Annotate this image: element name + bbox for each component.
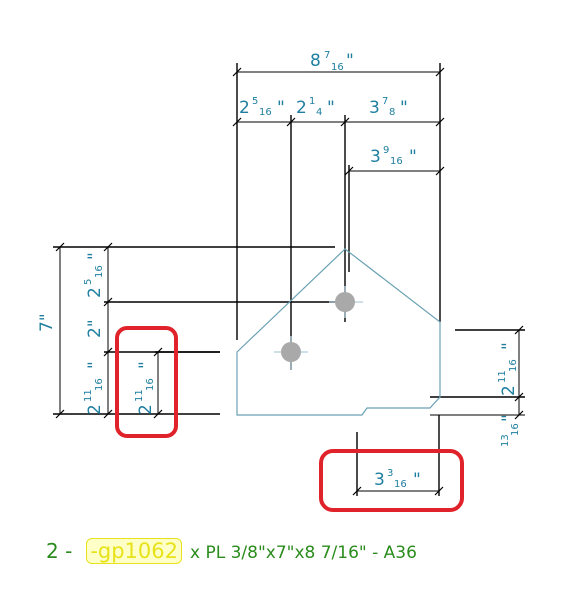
svg-text:5: 5 bbox=[83, 279, 94, 285]
svg-text:3: 3 bbox=[387, 468, 393, 479]
svg-text:16: 16 bbox=[394, 479, 407, 490]
svg-text:3: 3 bbox=[369, 98, 380, 118]
svg-text:2: 2 bbox=[296, 98, 307, 118]
svg-text:5: 5 bbox=[252, 96, 258, 107]
svg-text:8: 8 bbox=[310, 51, 321, 71]
svg-text:16: 16 bbox=[145, 378, 156, 391]
svg-text:1: 1 bbox=[309, 96, 315, 107]
part-description: x PL 3/8"x7"x8 7/16" - A36 bbox=[190, 543, 417, 563]
svg-text:16: 16 bbox=[331, 62, 344, 73]
svg-text:": " bbox=[85, 252, 105, 260]
svg-text:2: 2 bbox=[499, 385, 519, 396]
dim-overall-width: 8 7 16 " bbox=[310, 50, 354, 73]
svg-text:": " bbox=[499, 342, 519, 350]
vertical-extension-lines bbox=[236, 63, 441, 496]
svg-text:2: 2 bbox=[239, 98, 250, 118]
svg-text:": " bbox=[409, 147, 417, 167]
part-quantity: 2 - bbox=[46, 539, 73, 563]
svg-text:": " bbox=[277, 98, 285, 118]
highlight-left-dimension bbox=[115, 326, 178, 438]
svg-text:": " bbox=[413, 470, 421, 490]
dim-top-seg-1: 2 5 16 " bbox=[239, 96, 285, 118]
svg-text:": " bbox=[327, 98, 335, 118]
svg-text:": " bbox=[136, 361, 156, 369]
dim-left-overall: 7" bbox=[37, 313, 57, 332]
svg-text:": " bbox=[346, 51, 354, 71]
svg-text:8: 8 bbox=[389, 107, 395, 118]
svg-text:11: 11 bbox=[497, 370, 508, 383]
svg-text:7: 7 bbox=[324, 50, 330, 61]
part-mark[interactable]: -gp1062 bbox=[86, 538, 182, 564]
svg-text:": " bbox=[400, 98, 408, 118]
dim-top-seg-2: 2 1 4 " bbox=[296, 96, 335, 118]
svg-text:3: 3 bbox=[370, 147, 381, 167]
svg-text:9: 9 bbox=[383, 145, 389, 156]
svg-text:16: 16 bbox=[390, 156, 403, 167]
plate-outline bbox=[236, 248, 441, 416]
svg-text:4: 4 bbox=[316, 107, 322, 118]
svg-text:2: 2 bbox=[85, 404, 105, 415]
svg-text:11: 11 bbox=[134, 389, 145, 402]
dim-right-seg: 2 11 16 " bbox=[497, 342, 519, 396]
svg-text:16: 16 bbox=[508, 359, 519, 372]
svg-text:": " bbox=[499, 414, 519, 422]
svg-text:3: 3 bbox=[374, 470, 385, 490]
svg-text:16: 16 bbox=[259, 107, 272, 118]
horizontal-extension-lines bbox=[53, 246, 525, 415]
dim-right-small: 13 16 " bbox=[499, 414, 521, 447]
bolt-hole-lower bbox=[274, 336, 308, 370]
bolt-hole-upper bbox=[329, 286, 363, 318]
svg-text:11: 11 bbox=[83, 389, 94, 402]
dim-left-seg-2: 2" bbox=[85, 319, 105, 338]
dim-top-seg-3: 3 7 8 " bbox=[369, 96, 408, 118]
svg-text:7: 7 bbox=[382, 96, 388, 107]
svg-text:7": 7" bbox=[37, 313, 57, 332]
svg-text:16: 16 bbox=[94, 378, 105, 391]
svg-text:2": 2" bbox=[85, 319, 105, 338]
svg-text:13: 13 bbox=[500, 434, 511, 447]
highlight-bottom-dimension bbox=[319, 449, 464, 512]
part-title: 2 - -gp1062 x PL 3/8"x7"x8 7/16" - A36 bbox=[46, 538, 417, 564]
svg-text:": " bbox=[85, 361, 105, 369]
dim-bottom-notch: 3 3 16 " bbox=[374, 468, 421, 490]
dim-left-seg-3: 2 11 16 " bbox=[83, 361, 105, 415]
svg-text:2: 2 bbox=[136, 404, 156, 415]
dim-left-seg-1: 2 5 16 " bbox=[83, 252, 105, 298]
dimension-lines bbox=[55, 67, 525, 496]
svg-text:2: 2 bbox=[85, 287, 105, 298]
dim-upper-right: 3 9 16 " bbox=[370, 145, 417, 167]
dim-left-inner: 2 11 16 " bbox=[134, 361, 156, 415]
svg-text:16: 16 bbox=[510, 423, 521, 436]
svg-text:16: 16 bbox=[94, 265, 105, 278]
